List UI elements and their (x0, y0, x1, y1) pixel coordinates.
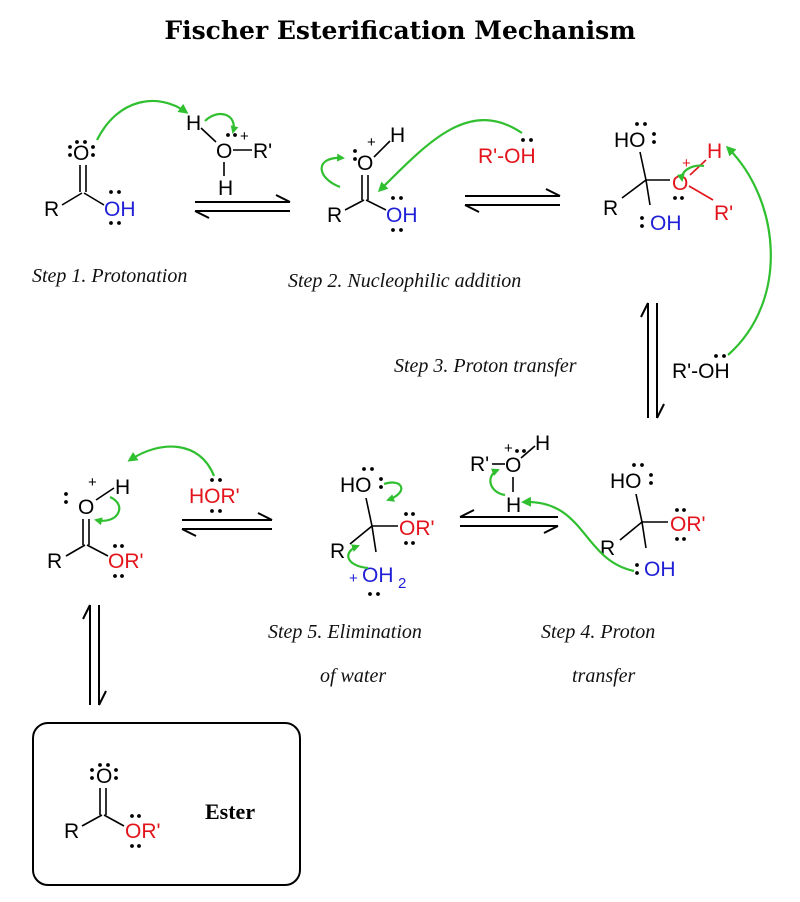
carbonyl-oxygen: O (96, 765, 112, 788)
curved-arrow (94, 495, 121, 526)
product-label: Ester (205, 799, 255, 824)
equilibrium-arrows (640, 302, 665, 419)
protonated-carbonyl: O + H R OH (327, 124, 418, 232)
curved-arrow (489, 468, 506, 497)
curved-arrow (320, 153, 345, 189)
curved-arrow (725, 145, 772, 356)
product-box: O R OR' Ester (32, 722, 301, 886)
step-4-caption: transfer (572, 665, 636, 687)
water-leaving-group: OH (362, 564, 394, 587)
curved-arrow (127, 445, 216, 477)
hydrogen: H (707, 140, 722, 163)
hydroxyl-group: HO (614, 129, 646, 152)
oxonium-oxygen: O (216, 140, 232, 163)
lone-pairs (109, 190, 121, 225)
ester-alkoxy-group: OR' (108, 550, 144, 573)
equilibrium-arrows (459, 509, 559, 534)
protonated-ester: O + H R OR' (47, 474, 144, 578)
equilibrium-arrows (181, 512, 273, 537)
hydroxyl-group: OH (650, 212, 682, 235)
neutral-tetrahedral-intermediate: HO R OR' OH (600, 463, 706, 581)
hydrogen: H (390, 124, 405, 147)
hydroxyl-group: OH (104, 198, 136, 221)
hydroxyl-group: OH (386, 204, 418, 227)
carbonyl-oxygen: O (78, 496, 94, 519)
r-prime-group: R' (470, 453, 489, 476)
r-group: R (603, 197, 618, 220)
positive-charge: + (240, 128, 249, 145)
carbonyl-oxygen: O (73, 142, 89, 165)
oxonium-oxygen: O (672, 172, 688, 195)
alcohol: R'-OH (672, 360, 730, 383)
carbonyl-oxygen: O (357, 152, 373, 175)
lone-pairs (68, 140, 95, 157)
oxonium-oxygen: O (505, 454, 521, 477)
positive-charge: + (88, 474, 97, 491)
alcohol: R'-OH (478, 145, 536, 168)
alcohol: HOR' (189, 485, 240, 508)
ester-alkoxy-group: OR' (125, 820, 161, 843)
hydroxyl-group: OH (644, 558, 676, 581)
alcohol-reagent: R'-OH (478, 138, 536, 168)
ester-alkoxy-group: OR' (399, 517, 435, 540)
positive-charge: + (682, 155, 691, 172)
step-5-caption: Step 5. Elimination (268, 621, 422, 643)
positive-charge: + (349, 570, 358, 587)
step-2-caption: Step 2. Nucleophilic addition (288, 270, 521, 292)
diagram-title: Fischer Esterification Mechanism (164, 16, 635, 45)
r-prime-group: R' (714, 202, 733, 225)
hydrogen: H (186, 112, 201, 135)
curved-arrow (377, 119, 523, 193)
r-group: R (44, 198, 59, 221)
equilibrium-arrows (194, 194, 291, 219)
alcohol-base: R'-OH (672, 354, 730, 383)
equilibrium-arrows (82, 604, 107, 706)
step-5-caption: of water (320, 665, 386, 687)
r-group: R (327, 204, 342, 227)
alcohol-reagent: HOR' (189, 478, 240, 513)
protonated-alcohol: R' O + H H (470, 432, 550, 517)
protonated-hydroxyl-intermediate: HO R OR' + OH 2 (330, 467, 435, 596)
curved-arrow (204, 112, 239, 134)
carboxylic-acid: O R OH (44, 140, 136, 225)
r-group: R (600, 537, 615, 560)
step-3-caption: Step 3. Proton transfer (394, 355, 577, 377)
tetrahedral-intermediate: HO R O + H R' OH (603, 122, 733, 235)
hydroxyl-group: HO (610, 470, 642, 493)
ester-alkoxy-group: OR' (670, 513, 706, 536)
curved-arrow (347, 544, 369, 570)
equilibrium-arrows (464, 188, 561, 213)
curved-arrow (383, 481, 403, 502)
hydrogen: H (218, 177, 233, 200)
hydrogen: H (535, 432, 550, 455)
r-group: R (330, 540, 345, 563)
curved-arrow (96, 99, 189, 141)
curved-arrow (521, 496, 635, 573)
hydrogen: H (506, 494, 521, 517)
hydrogen: H (115, 476, 130, 499)
hydroxyl-group: HO (340, 474, 372, 497)
step-1-caption: Step 1. Protonation (32, 265, 187, 287)
r-prime-group: R' (253, 140, 272, 163)
step-4-caption: Step 4. Proton (541, 621, 655, 643)
positive-charge: + (504, 440, 513, 457)
curved-arrow (676, 164, 705, 182)
r-group: R (47, 550, 62, 573)
r-group: R (64, 820, 79, 843)
positive-charge: + (367, 134, 376, 151)
protonated-alcohol: H O + R' H (186, 112, 272, 200)
subscript-two: 2 (398, 575, 406, 592)
